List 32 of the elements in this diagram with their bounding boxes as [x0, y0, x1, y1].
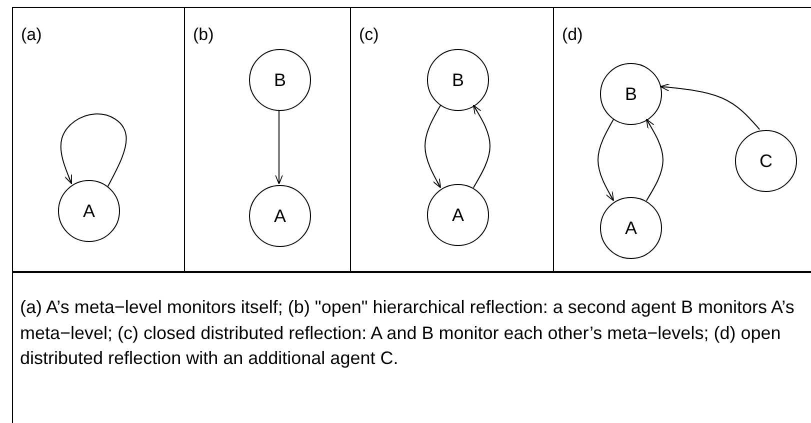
agent-label: A — [452, 205, 464, 225]
agent-label: B — [624, 84, 637, 104]
agent-label: B — [274, 70, 286, 90]
agent-label: C — [760, 151, 772, 171]
panel-label: (d) — [562, 25, 583, 45]
caption-text: (a) A’s meta−level monitors itself; (b) "open" hierarchical reflection: a second agent B monitors A’s meta−level; (c) closed distributed reflection: A and B monitor each other’s meta−levels; (d) open distributed reflection with an additional agent C. — [20, 296, 796, 370]
arrow — [60, 113, 127, 187]
agent-label: A — [82, 201, 95, 221]
agent-circle — [600, 63, 662, 125]
panel-label: (c) — [359, 25, 379, 45]
panel-label: (b) — [193, 25, 214, 45]
panel-label: (a) — [21, 25, 42, 45]
agent-label: A — [624, 218, 637, 238]
agent-circle — [427, 49, 489, 111]
figure-panel — [184, 7, 350, 272]
agent-circle — [58, 180, 120, 242]
arrow — [275, 110, 283, 184]
arrow — [424, 104, 442, 188]
arrow — [598, 118, 614, 202]
figure-panel — [12, 7, 184, 272]
arrow — [646, 118, 664, 202]
agent-circle — [600, 197, 662, 259]
agent-circle — [249, 49, 311, 111]
agent-circle — [427, 184, 489, 246]
figure-panel — [350, 7, 553, 272]
agent-circle — [735, 130, 797, 192]
figure-panel — [553, 7, 811, 272]
agent-label: B — [452, 70, 464, 90]
agent-label: A — [274, 206, 286, 226]
arrow — [472, 104, 490, 188]
agent-circle — [249, 185, 311, 247]
arrow — [660, 83, 760, 130]
